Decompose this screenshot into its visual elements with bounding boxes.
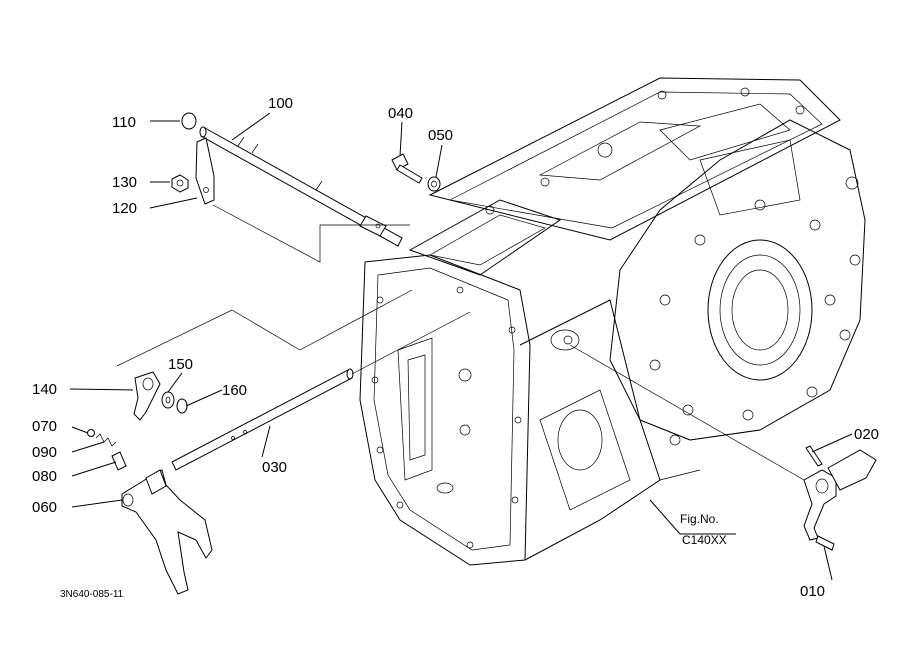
- label-part-150[interactable]: 150: [168, 356, 193, 373]
- part-labels: 110 100 130 120 040 050 150 140 160 070 …: [32, 95, 879, 600]
- label-part-060[interactable]: 060: [32, 499, 57, 516]
- label-part-110[interactable]: 110: [112, 114, 136, 131]
- washer-050: [427, 176, 441, 192]
- bolt-040: [391, 153, 423, 184]
- label-part-030[interactable]: 030: [262, 459, 287, 476]
- bracket-120: [195, 137, 215, 205]
- label-part-100[interactable]: 100: [268, 95, 293, 112]
- label-part-160[interactable]: 160: [222, 382, 247, 399]
- shaft-100: [199, 126, 410, 263]
- drawing-number: 3N640-085-11: [60, 589, 124, 600]
- label-part-040[interactable]: 040: [388, 105, 413, 122]
- o-ring-110: [181, 112, 197, 130]
- label-part-130[interactable]: 130: [112, 174, 137, 191]
- label-part-140[interactable]: 140: [32, 381, 57, 398]
- pin-020: [805, 445, 823, 467]
- label-part-020[interactable]: 020: [854, 426, 879, 443]
- label-part-050[interactable]: 050: [428, 127, 453, 144]
- shift-fork-060: [121, 469, 213, 595]
- lever-010: [569, 344, 877, 551]
- transmission-case: [359, 77, 866, 566]
- shift-arm-140: [133, 371, 161, 421]
- label-part-010[interactable]: 010: [800, 583, 825, 600]
- nut-130: [171, 174, 189, 193]
- plug-080: [111, 451, 127, 471]
- spring-090: [95, 433, 117, 447]
- leader-lines: [69, 112, 853, 581]
- figure-reference[interactable]: Fig.No. C140XX: [680, 512, 727, 547]
- label-part-080[interactable]: 080: [32, 468, 57, 485]
- figure-ref-number[interactable]: C140XX: [682, 533, 727, 547]
- figure-ref-title: Fig.No.: [680, 512, 719, 526]
- label-part-120[interactable]: 120: [112, 200, 137, 217]
- washer-150: [161, 391, 175, 409]
- label-part-070[interactable]: 070: [32, 418, 57, 435]
- circlip-160: [176, 398, 188, 414]
- shaft-030: [116, 289, 471, 471]
- ball-070: [87, 429, 95, 437]
- label-part-090[interactable]: 090: [32, 444, 57, 461]
